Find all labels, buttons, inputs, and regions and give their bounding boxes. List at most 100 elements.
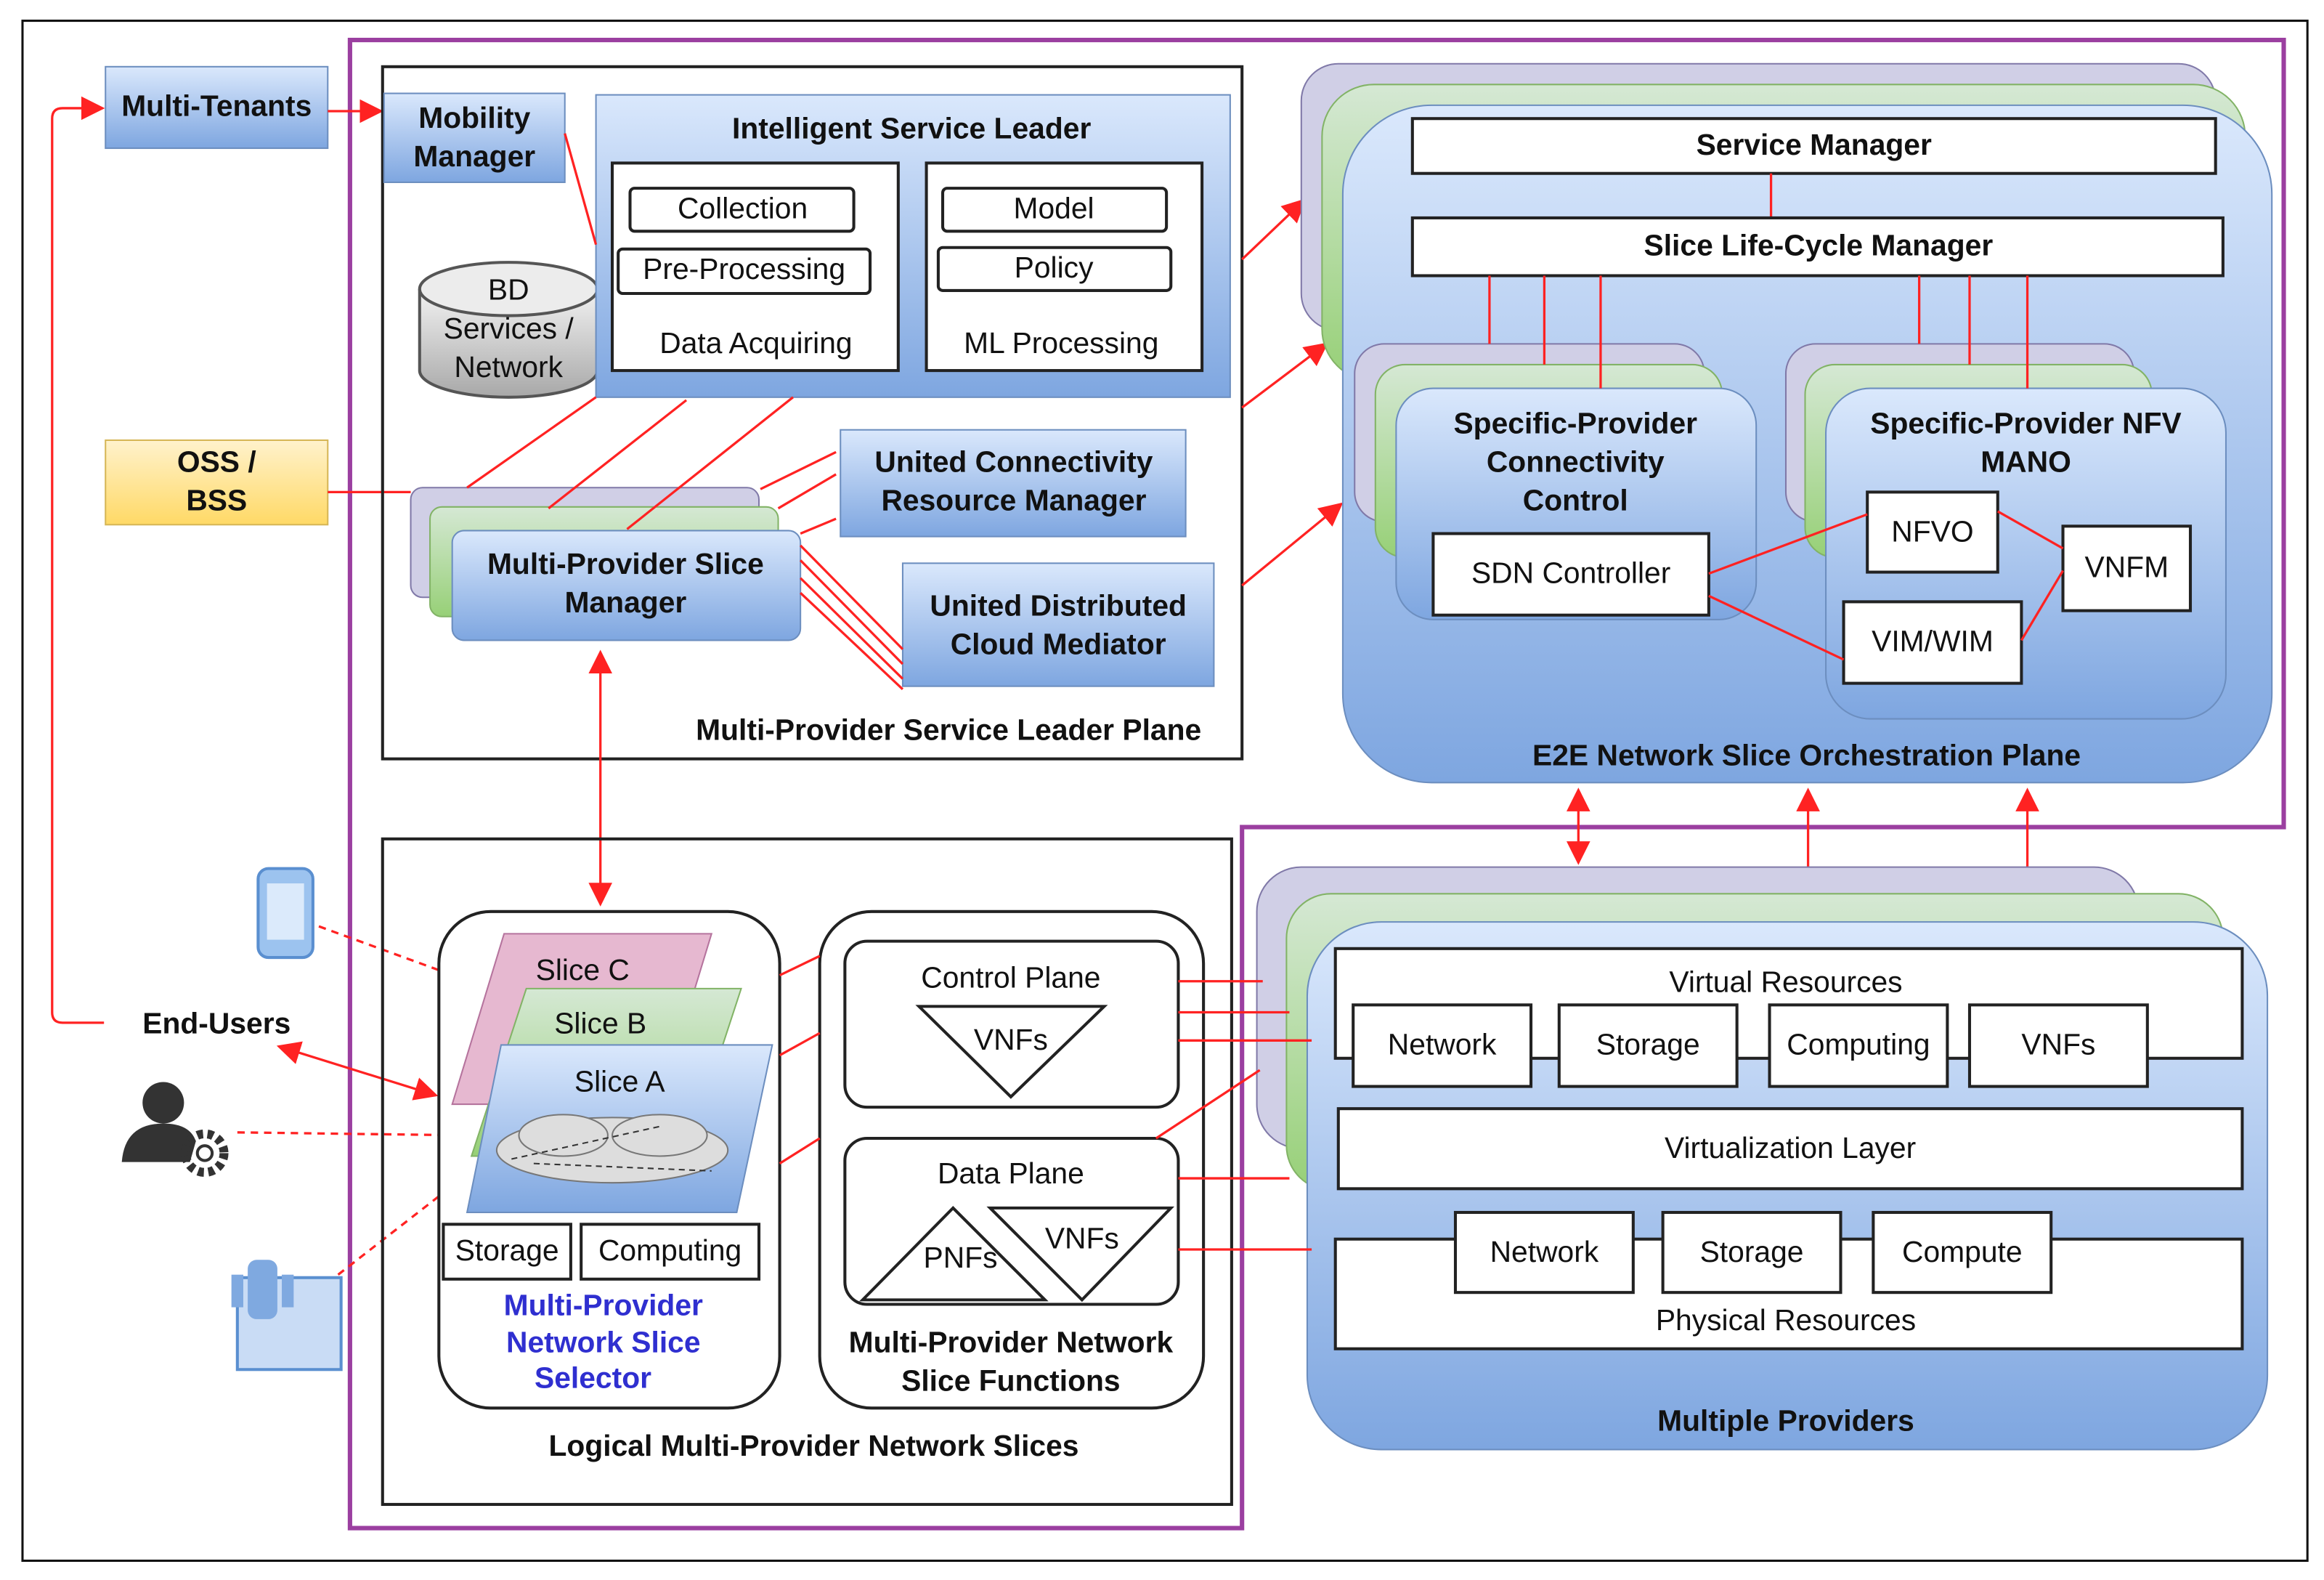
connectivity-control-stack[interactable]: Specific-Provider Connectivity Control S…	[1354, 343, 1758, 620]
svg-text:Virtual Resources: Virtual Resources	[1669, 965, 1902, 999]
svg-text:Slice Functions: Slice Functions	[901, 1364, 1121, 1397]
physical-resources[interactable]: Physical Resources Network Storage Compu…	[1333, 1210, 2244, 1350]
storage-box[interactable]	[442, 1223, 572, 1281]
svg-text:United Connectivity: United Connectivity	[874, 445, 1153, 478]
svg-text:Slice Life-Cycle Manager: Slice Life-Cycle Manager	[1644, 229, 1994, 262]
svg-text:Control Plane: Control Plane	[921, 960, 1100, 994]
svg-text:Manager: Manager	[413, 139, 535, 173]
system-boundary	[347, 38, 2286, 1531]
physical-storage-box[interactable]	[1661, 1210, 1842, 1295]
svg-text:United Distributed: United Distributed	[930, 588, 1187, 622]
svg-text:Services /: Services /	[444, 312, 574, 345]
svg-text:Data Acquiring: Data Acquiring	[659, 326, 852, 360]
svg-text:Specific-Provider: Specific-Provider	[1453, 406, 1697, 439]
cloud-icon	[495, 1114, 729, 1184]
mobility-manager-box[interactable]: Mobility Manager	[383, 92, 566, 183]
svg-text:Multi-Provider Network: Multi-Provider Network	[849, 1325, 1174, 1358]
virtual-computing-box[interactable]	[1768, 1003, 1949, 1088]
svg-text:Computing: Computing	[1787, 1027, 1930, 1061]
bd-database[interactable]: BD Services / Network	[418, 261, 599, 399]
svg-text:Network: Network	[1388, 1027, 1497, 1061]
physical-network-box[interactable]	[1453, 1210, 1635, 1295]
sdn-controller-box[interactable]	[1431, 532, 1710, 617]
svg-text:VNFs: VNFs	[1045, 1222, 1119, 1255]
oss-bss-box[interactable]: OSS / BSS	[105, 439, 329, 526]
svg-text:Specific-Provider NFV: Specific-Provider NFV	[1870, 406, 2182, 439]
svg-text:Connectivity: Connectivity	[1487, 445, 1665, 478]
vnfm-box[interactable]	[2061, 524, 2193, 612]
model-box[interactable]	[940, 187, 1169, 233]
svg-text:PNFs: PNFs	[924, 1241, 998, 1274]
robot-device-icon	[231, 1260, 343, 1372]
virtual-vnfs-box[interactable]	[1967, 1003, 2149, 1088]
virtual-network-box[interactable]	[1352, 1003, 1533, 1088]
svg-text:Resource Manager: Resource Manager	[881, 483, 1146, 516]
user-link	[237, 1131, 468, 1137]
nfvo-box[interactable]	[1866, 490, 1999, 574]
virtual-storage-box[interactable]	[1557, 1003, 1739, 1088]
slice-selector[interactable]: Slice C Slice B Slice A Storage Computin…	[437, 909, 781, 1410]
svg-text:Manager: Manager	[565, 586, 687, 619]
end-users-to-tenants-arrow	[51, 96, 105, 1024]
slcm-box[interactable]: Slice Life-Cycle Manager	[1410, 216, 2225, 277]
svg-text:Network: Network	[454, 350, 563, 384]
virtualization-layer[interactable]: Virtualization Layer	[1336, 1107, 2244, 1191]
svg-text:Data Plane: Data Plane	[938, 1156, 1084, 1190]
svg-text:Computing: Computing	[598, 1233, 742, 1267]
svg-text:Cloud Mediator: Cloud Mediator	[951, 627, 1166, 660]
svg-text:Storage: Storage	[1700, 1235, 1804, 1268]
svg-text:Virtualization Layer: Virtualization Layer	[1665, 1131, 1916, 1164]
multi-tenants-box[interactable]: Multi-Tenants	[105, 65, 329, 150]
leader-connectors	[466, 133, 1344, 907]
end-users-slice-arrow	[276, 1041, 439, 1101]
svg-text:MANO: MANO	[1980, 445, 2071, 478]
intelligent-service-leader[interactable]: Intelligent Service Leader Collection Pr…	[595, 94, 1231, 398]
outer-frame	[21, 20, 2309, 1563]
vim-wim-box[interactable]	[1842, 600, 2023, 685]
udcm-box[interactable]: United Distributed Cloud Mediator	[901, 562, 1215, 687]
svg-text:Slice C: Slice C	[536, 953, 630, 987]
svg-text:SDN Controller: SDN Controller	[1471, 556, 1670, 589]
svg-text:Multi-Provider Service Leader: Multi-Provider Service Leader Plane	[696, 713, 1201, 747]
svg-text:BSS: BSS	[186, 483, 247, 516]
policy-box[interactable]	[936, 246, 1173, 292]
svg-text:ML Processing: ML Processing	[964, 326, 1158, 360]
virtual-resources[interactable]: Virtual Resources Network Storage Comput…	[1333, 947, 2244, 1088]
svg-text:Mobility: Mobility	[418, 101, 530, 134]
logical-slices-plane: Logical Multi-Provider Network Slices	[381, 837, 1233, 1506]
svg-text:VNFs: VNFs	[974, 1023, 1048, 1056]
physical-compute-box[interactable]	[1872, 1210, 2053, 1295]
nfv-mano-stack[interactable]: Specific-Provider NFV MANO NFVO VNFM VIM…	[1784, 343, 2227, 720]
svg-text:Model: Model	[1013, 192, 1094, 225]
svg-text:Slice B: Slice B	[554, 1007, 646, 1040]
service-manager-box[interactable]: Service Manager	[1410, 117, 2217, 175]
svg-text:OSS /: OSS /	[177, 445, 256, 478]
svg-text:Storage: Storage	[1596, 1027, 1700, 1061]
svg-text:VIM/WIM: VIM/WIM	[1872, 624, 1994, 657]
computing-box[interactable]	[580, 1223, 761, 1281]
collection-box[interactable]	[628, 187, 856, 233]
svg-text:Selector: Selector	[535, 1361, 651, 1394]
svg-text:Multi-Tenants: Multi-Tenants	[121, 89, 312, 123]
orchestration-connectors	[1488, 275, 2064, 922]
ucrm-box[interactable]: United Connectivity Resource Manager	[840, 429, 1187, 538]
end-users-label: End-Users	[142, 1007, 290, 1040]
svg-text:Logical Multi-Provider Network: Logical Multi-Provider Network Slices	[549, 1429, 1079, 1462]
robot-link	[337, 1170, 473, 1276]
svg-text:Physical Resources: Physical Resources	[1656, 1303, 1916, 1337]
slice-manager-stack[interactable]: Multi-Provider Slice Manager	[410, 487, 802, 641]
svg-text:Network Slice: Network Slice	[506, 1325, 701, 1358]
svg-text:Network: Network	[1490, 1235, 1599, 1268]
svg-text:Pre-Processing: Pre-Processing	[643, 252, 845, 285]
svg-text:Multi-Provider Slice: Multi-Provider Slice	[487, 547, 764, 580]
svg-text:Collection: Collection	[678, 192, 808, 225]
pre-processing-box[interactable]	[617, 247, 872, 296]
svg-text:Compute: Compute	[1902, 1235, 2023, 1268]
svg-text:VNFM: VNFM	[2084, 550, 2169, 583]
svg-text:Service Manager: Service Manager	[1697, 128, 1932, 161]
svg-text:Multi-Provider: Multi-Provider	[504, 1288, 703, 1321]
slice-connectors	[779, 955, 821, 1165]
slice-functions[interactable]: Control Plane VNFs Data Plane PNFs VNFs …	[818, 909, 1206, 1410]
provider-connectors	[1155, 980, 1312, 1251]
